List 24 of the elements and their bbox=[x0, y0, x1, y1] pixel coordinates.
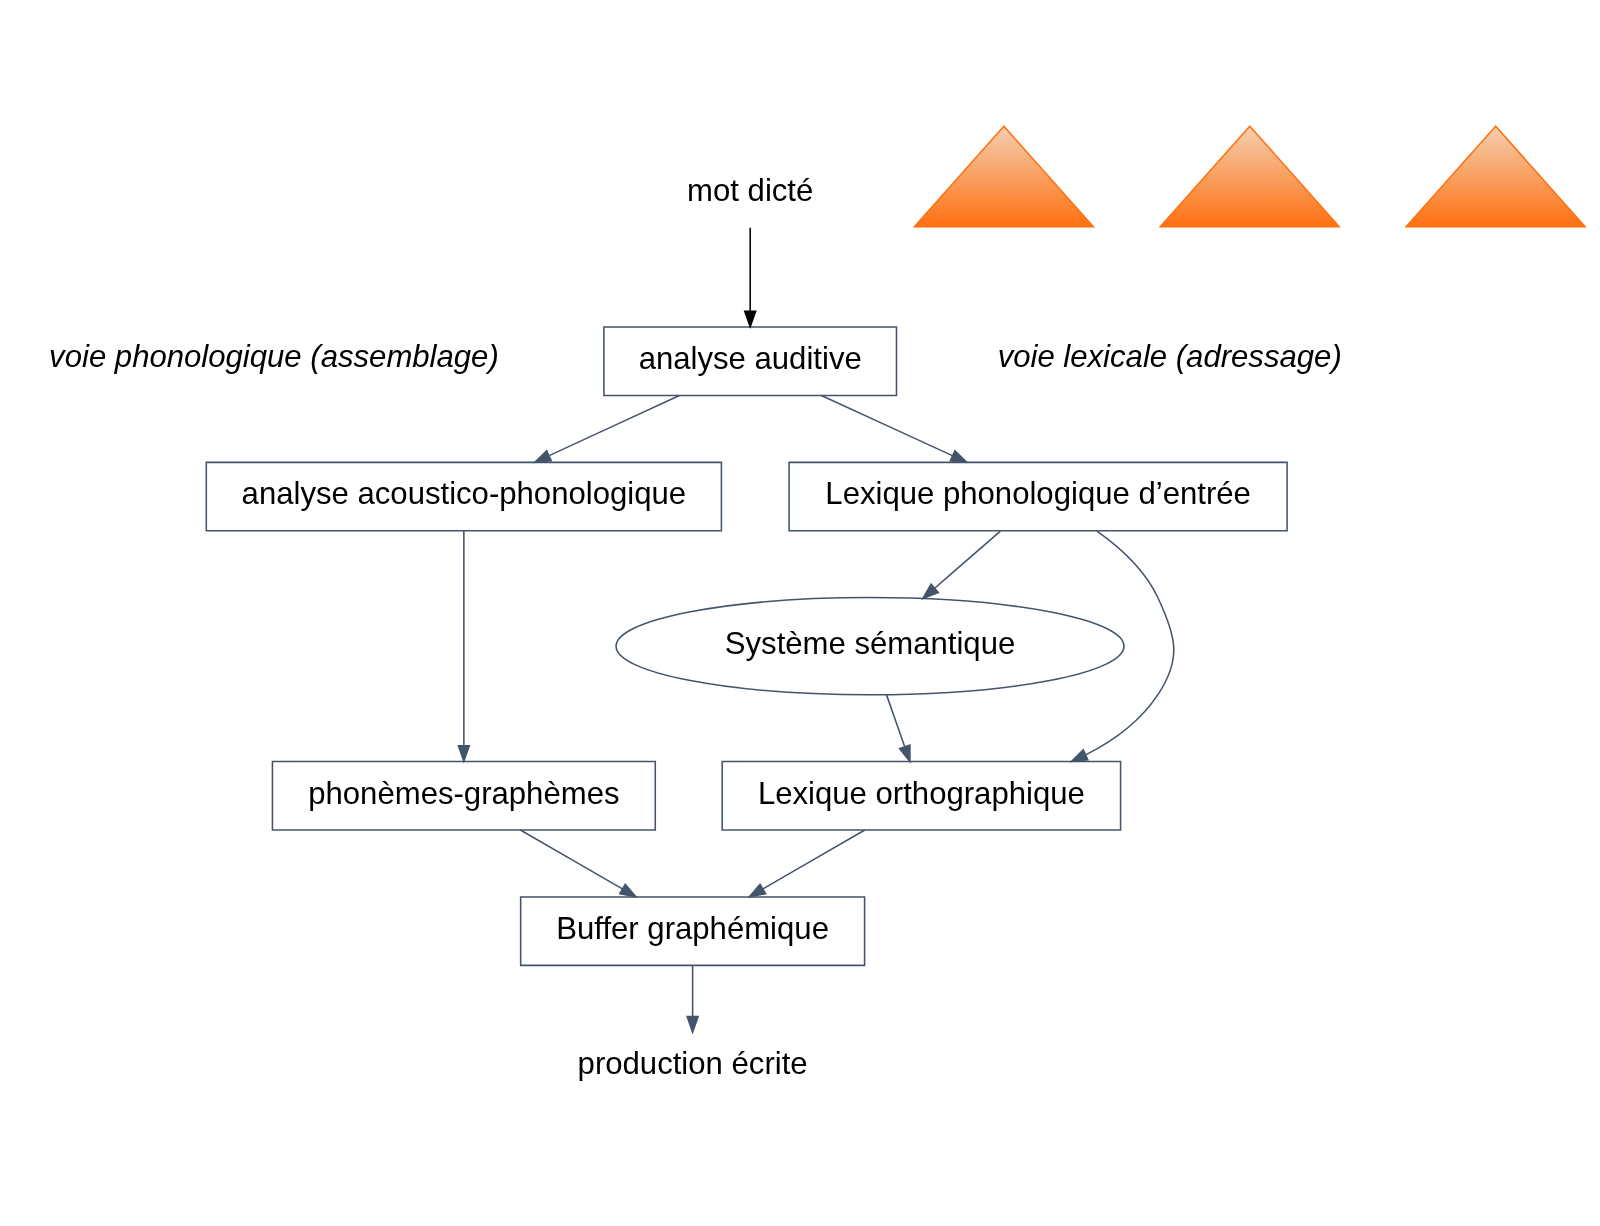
arrow bbox=[921, 529, 1002, 600]
label: voie phonologique (assemblage) bbox=[49, 338, 499, 374]
node-triangle bbox=[1158, 124, 1341, 227]
arrow bbox=[686, 964, 700, 1035]
node-ellipse: Système sémantique bbox=[615, 596, 1125, 696]
node-text: mot dicté bbox=[687, 172, 814, 208]
arrow bbox=[747, 828, 866, 898]
node-triangle bbox=[1404, 124, 1587, 227]
arrow bbox=[743, 226, 757, 329]
arrow bbox=[885, 693, 911, 764]
arrow bbox=[532, 394, 681, 463]
node-box: phonèmes-graphèmes bbox=[271, 760, 657, 831]
label: voie lexicale (adressage) bbox=[997, 338, 1342, 374]
arrow bbox=[1069, 529, 1175, 762]
node-text: production écrite bbox=[577, 1045, 808, 1081]
arrow bbox=[457, 529, 471, 764]
arrow bbox=[519, 828, 638, 898]
arrow bbox=[820, 394, 969, 463]
node-box: Buffer graphémique bbox=[519, 895, 866, 966]
node-box: Lexique phonologique d’entrée bbox=[788, 461, 1288, 532]
node-box: analyse acoustico-phonologique bbox=[205, 461, 723, 532]
node-triangle bbox=[912, 124, 1096, 227]
node-box: analyse auditive bbox=[603, 325, 898, 396]
node-box: Lexique orthographique bbox=[721, 760, 1122, 831]
